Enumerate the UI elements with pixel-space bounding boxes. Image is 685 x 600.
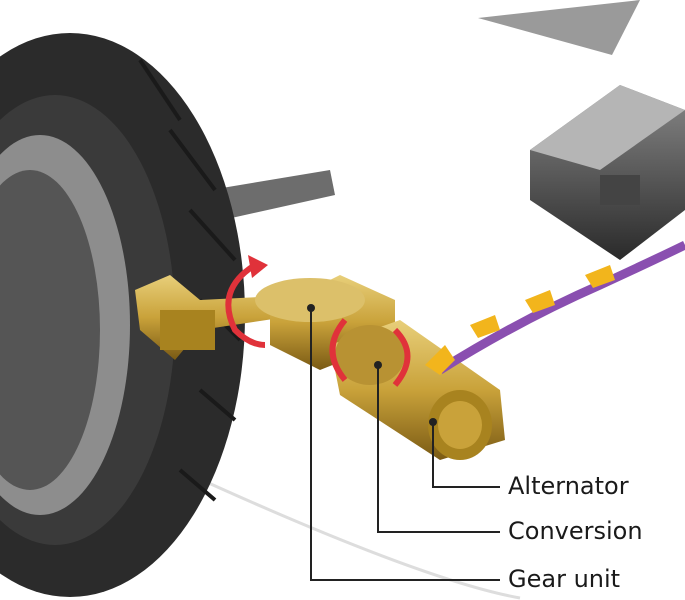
tire xyxy=(0,33,245,597)
label-gear-unit: Gear unit xyxy=(508,565,621,593)
label-conversion: Conversion xyxy=(508,517,643,545)
leader-lines xyxy=(310,308,500,581)
rotation-arrows xyxy=(225,262,411,387)
control-unit xyxy=(530,85,685,260)
direction-triangle xyxy=(478,0,640,55)
label-alternator: Alternator xyxy=(508,472,629,500)
leader-dots xyxy=(307,304,437,426)
road-line xyxy=(179,468,521,600)
energy-flow-chevrons xyxy=(425,265,615,375)
power-cable xyxy=(437,240,685,374)
arrowhead-icon xyxy=(248,255,268,278)
linkage-arm xyxy=(135,275,300,360)
alternator-housing xyxy=(330,320,505,460)
